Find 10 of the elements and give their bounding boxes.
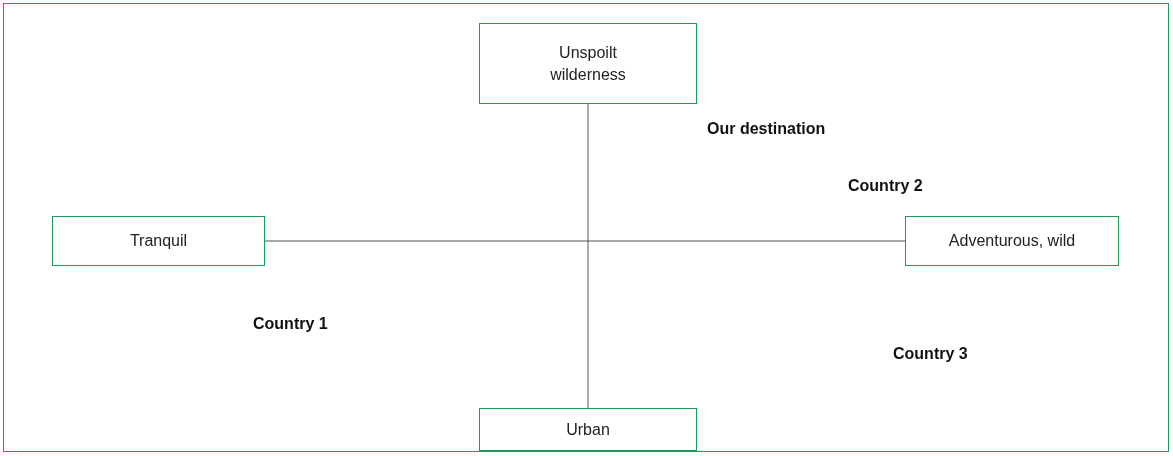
label-box: Unspoilt wilderness (479, 23, 697, 104)
connector-line (264, 240, 906, 242)
connector-line (587, 103, 589, 409)
label-box: Adventurous, wild (905, 216, 1119, 266)
quadrant-label: Country 2 (848, 177, 923, 195)
quadrant-label: Our destination (707, 120, 826, 138)
label-box: Tranquil (52, 216, 265, 266)
label-box: Urban (479, 408, 697, 451)
quadrant-label: Country 3 (893, 345, 968, 363)
quadrant-label: Country 1 (253, 315, 328, 333)
